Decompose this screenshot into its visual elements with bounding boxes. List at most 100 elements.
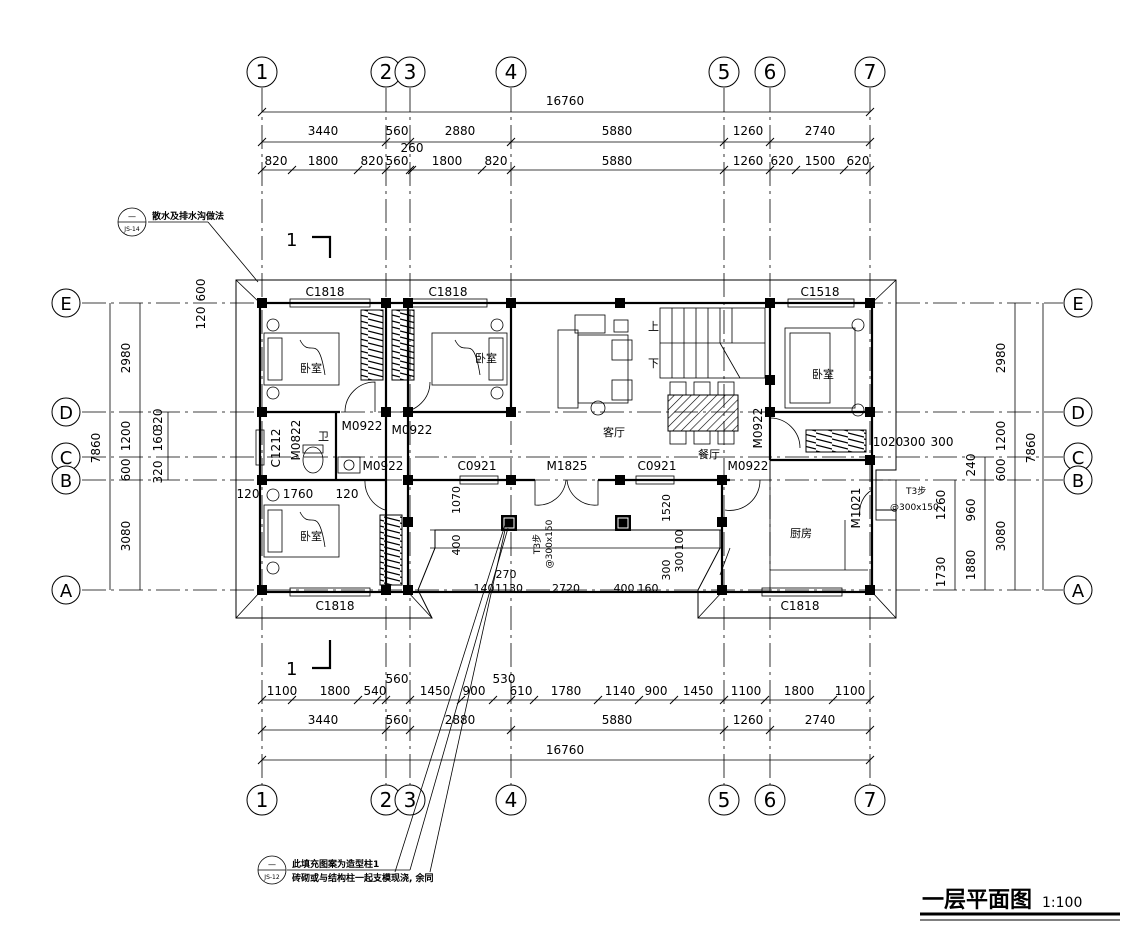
axis-label: 3 (404, 788, 417, 812)
room-bedroom-4: 卧室 (812, 367, 834, 381)
title-underline (920, 912, 1120, 921)
axis-bubble (51, 575, 81, 605)
axis-label: D (59, 403, 73, 424)
dim-bot-r1-11: 1450 (683, 684, 714, 698)
dim-bot-r1-3: 560 (386, 672, 409, 686)
column (717, 585, 727, 595)
kitchen-porch (719, 479, 897, 576)
axis-bubble (246, 56, 278, 88)
step-size-2: @300x150 (890, 503, 939, 513)
dim-top-r3-8: 620 (771, 154, 794, 168)
column (865, 407, 875, 417)
dim-bot-r1-6: 530 (493, 672, 516, 686)
axis-label: E (1072, 294, 1083, 315)
door-label-1: M0922 (342, 419, 383, 433)
callout-top-text: 散水及排水沟做法 (152, 210, 224, 222)
axis-bubble (1063, 288, 1093, 318)
leader-lines (148, 221, 509, 873)
dim-bot-r1-8: 1780 (551, 684, 582, 698)
dim-left-r2-2: 600 (119, 459, 133, 482)
dim-tick (839, 165, 849, 175)
door-label-5: M1825 (547, 459, 588, 473)
dim-tick (865, 165, 875, 175)
drawing-title: 一层平面图 1:100 (922, 888, 1082, 913)
dim-top-total: 16760 (546, 94, 584, 108)
column (506, 475, 516, 485)
dim-tick (719, 165, 729, 175)
dim-b-1: 1760 (283, 487, 314, 501)
inner-dim-2720: 2720 (552, 582, 580, 595)
dimension-text: 16760 3440 560 2880 5880 1260 2740 260 8… (265, 94, 870, 757)
dim-right-r2-0: 240 (964, 454, 978, 477)
column (381, 298, 391, 308)
axis-label: 6 (764, 788, 777, 812)
inner-dim-1130: 1130 (495, 582, 523, 595)
column (765, 407, 775, 417)
dim-tick (257, 137, 267, 147)
dim-tick (381, 695, 391, 705)
section-labels: 1 1 (286, 230, 297, 680)
axis-bubble (51, 465, 81, 495)
column (765, 375, 775, 385)
window-marks (255, 298, 855, 597)
room-bedroom-1: 卧室 (300, 361, 322, 375)
dim-tick (719, 137, 729, 147)
decorative-columns (501, 515, 631, 531)
dim-top-r3-6: 5880 (602, 154, 633, 168)
dim-tick (669, 695, 679, 705)
axis-label: 1 (256, 788, 269, 812)
column (403, 585, 413, 595)
callout-bottom-ref-bottom: JS-12 (263, 874, 280, 881)
dim-top-r3-3: 560 (386, 154, 409, 168)
door-label-2: M0922 (392, 423, 433, 437)
axis-bubble (754, 56, 786, 88)
column (381, 585, 391, 595)
dim-tick (407, 165, 417, 175)
dim-porch-1: 300 (903, 435, 926, 449)
dim-bot-r2-4: 1260 (733, 713, 764, 727)
building-outline (235, 279, 897, 619)
axis-label: E (60, 294, 71, 315)
window-label-6: C0921 (638, 459, 677, 473)
axis-label: 3 (404, 60, 417, 84)
axis-bubble (51, 397, 81, 427)
axis-label: 2 (380, 788, 393, 812)
stair-up-label: 上 (648, 320, 659, 333)
dining-table (667, 381, 739, 445)
structural-columns (257, 298, 875, 595)
column (865, 298, 875, 308)
dim-right-r2-1: 960 (964, 499, 978, 522)
inner-dimension-text: 1070 400 1520 100 300 300 270 140 1130 2… (450, 486, 686, 595)
wardrobes (360, 309, 867, 586)
door-label-6: M0922 (728, 459, 769, 473)
dim-bot-r1-9: 1140 (605, 684, 636, 698)
door-swings (344, 381, 873, 516)
dim-tick (760, 695, 770, 705)
door-label-3: M0822 (289, 420, 303, 461)
dim-right-r1-3: 3080 (994, 521, 1008, 552)
room-living: 客厅 (603, 425, 625, 439)
window-labels: C1818 C1818 C1518 C1212 C0921 C0921 C181… (269, 285, 839, 613)
dim-left-r2-3: 3080 (119, 521, 133, 552)
inner-dim-400: 400 (450, 535, 463, 556)
dim-top-r2-4: 1260 (733, 124, 764, 138)
axis-label: B (60, 471, 72, 492)
door-label-4: M0922 (363, 459, 404, 473)
callout-bottom-ref-top: — (268, 860, 276, 869)
dim-right-r3-0: 1260 (934, 490, 948, 521)
dim-top-r2-2: 2880 (445, 124, 476, 138)
axis-bubble (1063, 465, 1093, 495)
dim-bot-r2-5: 2740 (805, 713, 836, 727)
dim-bot-r1-2: 540 (364, 684, 387, 698)
dim-tick (257, 755, 267, 765)
dim-tick (506, 695, 516, 705)
dim-top-r3-5: 820 (485, 154, 508, 168)
dim-top-r2-3: 5880 (602, 124, 633, 138)
axis-label: B (1072, 471, 1084, 492)
dim-tick (257, 107, 267, 117)
dim-tick (287, 695, 297, 705)
dim-tick (405, 695, 415, 705)
axis-label: 5 (718, 60, 731, 84)
column (865, 585, 875, 595)
